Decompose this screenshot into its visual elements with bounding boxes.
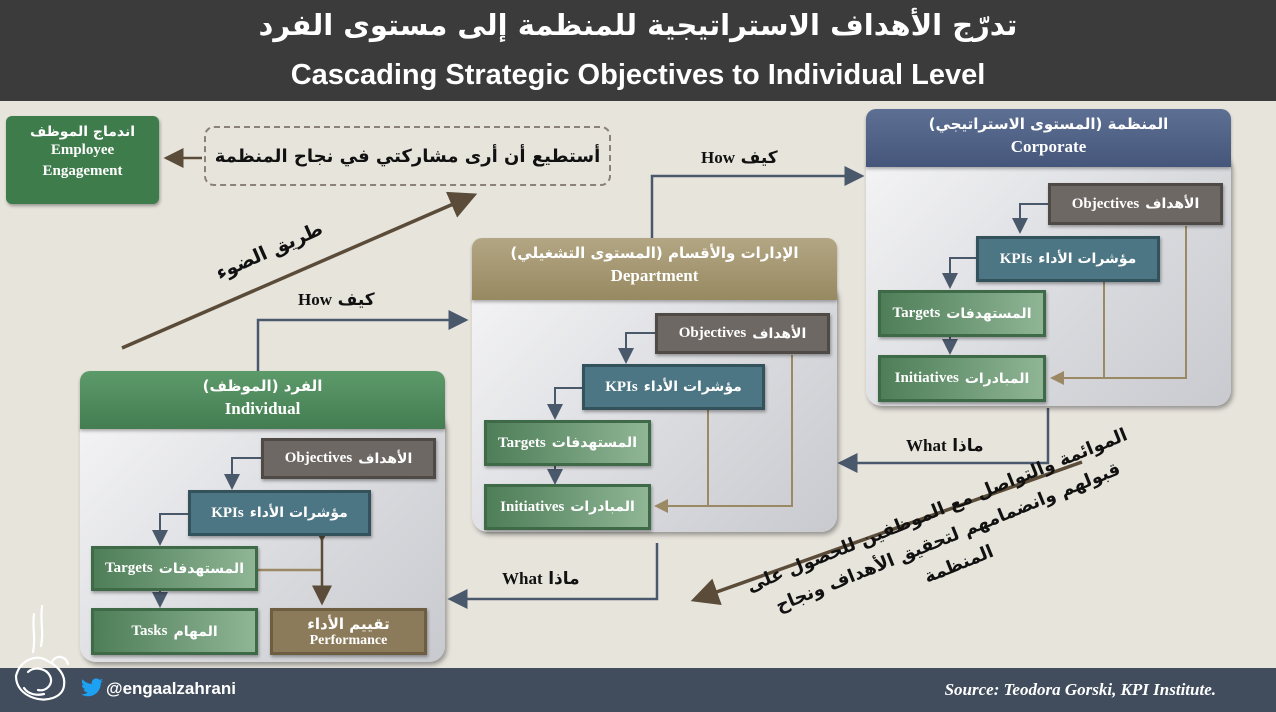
how-label-lower: How كيف	[298, 290, 375, 310]
how-label-upper: How كيف	[701, 148, 778, 168]
what-arrow-corporate	[837, 408, 1050, 473]
department-title-en: Department	[610, 266, 699, 285]
individual-header: الفرد (الموظف) Individual	[80, 371, 445, 429]
road-arrow	[121, 191, 478, 350]
title-english: Cascading Strategic Objectives to Indivi…	[290, 59, 986, 91]
engagement-label-en2: Engagement	[42, 163, 123, 179]
what-label-lower: What ماذا	[502, 569, 580, 589]
how-arrow-individual	[256, 310, 469, 371]
engagement-statement: أستطيع أن أرى مشاركتي في نجاح المنظمة	[204, 126, 611, 186]
title-banner: تدرّج الأهداف الاستراتيجية للمنظمة إلى م…	[0, 0, 1276, 101]
how-arrow-department	[650, 166, 865, 238]
footer-bar	[0, 668, 1276, 712]
calligraphy-logo-icon	[14, 604, 70, 701]
engagement-label-ar: اندماج الموظف	[29, 124, 136, 140]
engagement-label-en1: Employee	[50, 142, 115, 158]
corporate-title-en: Corporate	[1010, 137, 1087, 156]
alignment-arrow	[690, 460, 1083, 605]
title-arabic: تدرّج الأهداف الاستراتيجية للمنظمة إلى م…	[258, 8, 1018, 42]
corporate-header: المنظمة (المستوى الاستراتيجي) Corporate	[866, 109, 1231, 167]
what-arrow-department	[447, 543, 659, 609]
employee-engagement-box: اندماج الموظف Employee Engagement	[6, 116, 159, 204]
individual-title-ar: الفرد (الموظف)	[202, 377, 323, 395]
twitter-icon	[81, 678, 103, 697]
twitter-handle[interactable]: @engaalzahrani	[106, 679, 236, 698]
department-title-ar: الإدارات والأقسام (المستوى التشغيلي)	[510, 244, 799, 262]
source-credit: Source: Teodora Gorski, KPI Institute.	[944, 680, 1216, 699]
individual-title-en: Individual	[224, 399, 301, 418]
corporate-title-ar: المنظمة (المستوى الاستراتيجي)	[928, 115, 1169, 133]
what-label-upper: What ماذا	[906, 436, 984, 456]
department-header: الإدارات والأقسام (المستوى التشغيلي) Dep…	[472, 238, 837, 300]
